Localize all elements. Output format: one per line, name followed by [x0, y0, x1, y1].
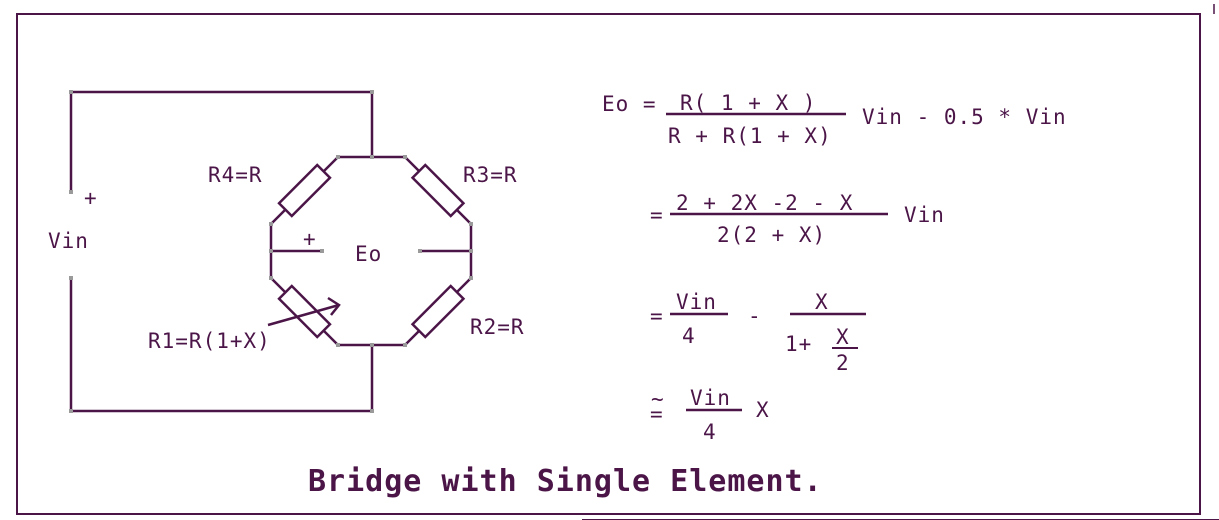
eq2-equals: = [650, 203, 664, 227]
r1-label: R1=R(1+X) [148, 329, 271, 353]
eq1-tail: Vin - 0.5 * Vin [862, 105, 1067, 129]
eq1-denominator: R + R(1 + X) [668, 124, 832, 148]
eq1-lhs: Eo = [602, 92, 657, 116]
eq4-denominator: 4 [703, 420, 717, 444]
source-vin-label: Vin [48, 229, 89, 253]
frame-border [16, 13, 1201, 515]
eq3-numerator-1: Vin [676, 290, 717, 314]
output-eo-label: Eo [355, 242, 382, 266]
source-plus-label: + [84, 186, 98, 210]
equation-3: = Vin 4 - X 1+ X 2 [650, 290, 866, 375]
equation-2: = 2 + 2X -2 - X 2(2 + X) Vin [650, 191, 945, 247]
r2-label: R2=R [470, 315, 525, 339]
eq4-approx-tilde: ~ [651, 387, 665, 411]
eq2-numerator: 2 + 2X -2 - X [676, 191, 853, 215]
output-plus-label: + [303, 227, 317, 251]
eq3-inner-numerator: X [836, 325, 850, 349]
resistor-r4 [277, 163, 332, 218]
eq1-numerator: R( 1 + X ) [680, 91, 816, 115]
equation-4: ~ = Vin 4 X [650, 386, 770, 444]
resistor-r1 [277, 284, 332, 339]
diagram-title: Bridge with Single Element. [308, 464, 823, 499]
eq4-approx-equals: = [650, 402, 664, 426]
r4-label: R4=R [208, 163, 263, 187]
eq2-denominator: 2(2 + X) [717, 223, 826, 247]
circuit-nodes [69, 90, 473, 413]
equation-1: Eo = R( 1 + X ) R + R(1 + X) Vin - 0.5 *… [602, 91, 1067, 148]
eq4-tail: X [756, 398, 770, 422]
eq3-inner-denominator: 2 [836, 351, 850, 375]
eq3-minus: - [748, 304, 762, 328]
resistor-r2 [410, 284, 466, 339]
eq3-equals: = [650, 304, 664, 328]
eq3-numerator-2: X [815, 290, 829, 314]
r3-label: R3=R [463, 163, 518, 187]
eq3-denominator-2-prefix: 1+ [785, 332, 812, 356]
eq4-numerator: Vin [690, 386, 731, 410]
eq2-tail: Vin [904, 203, 945, 227]
variable-arrow-icon [267, 296, 341, 327]
resistor-r3 [410, 163, 466, 218]
circuit-wires [69, 90, 473, 413]
eq3-denominator-1: 4 [682, 324, 696, 348]
